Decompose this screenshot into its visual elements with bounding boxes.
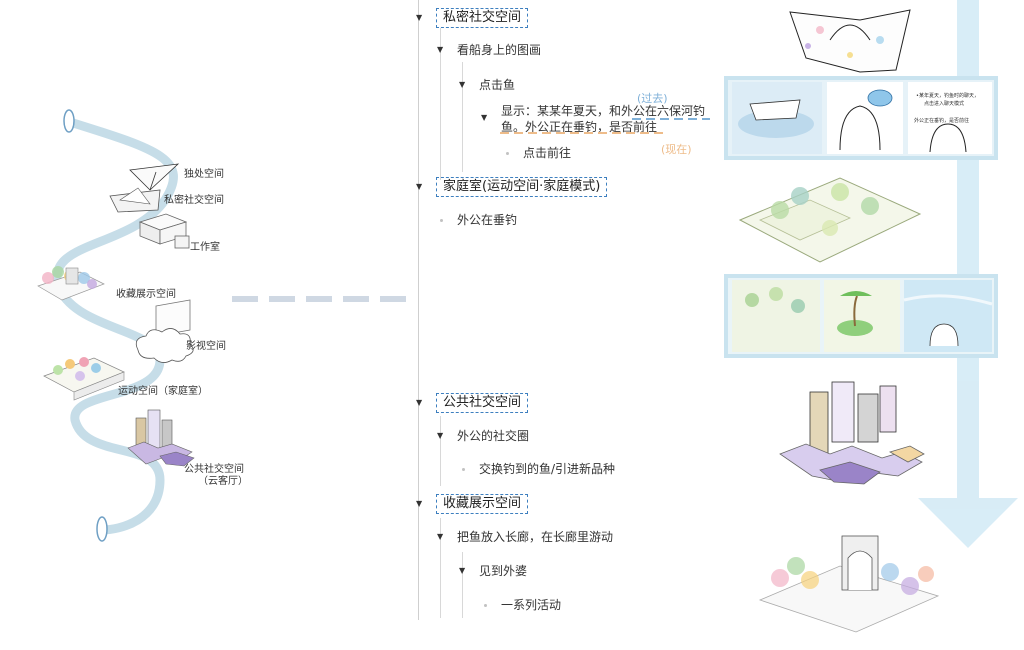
story-panel-strip-2 (724, 274, 998, 358)
story-panel-strip-1 (724, 76, 998, 160)
timeline-label-solitude: 独处空间 (184, 169, 224, 180)
tree-guide-line (418, 0, 419, 620)
tree-node-show-triangle[interactable]: ▼ (481, 110, 501, 126)
public-social-illustration (779, 381, 925, 485)
bullet-dot-icon (440, 218, 443, 222)
now-note: (现在) (661, 143, 692, 156)
timeline-start-ring (63, 109, 75, 133)
tree-node-click-fish[interactable]: ▼ 点击鱼 (459, 77, 515, 93)
collection-garden-icon (37, 266, 105, 301)
timeline-label-cloud-living: （云客厅） (198, 476, 248, 487)
bullet-dot-icon (462, 467, 465, 471)
tree-node-grandpa-fishing[interactable]: 外公在垂钓 (437, 212, 517, 228)
tree-node-exchange-fish[interactable]: 交换钓到的鱼/引进新品种 (459, 461, 615, 477)
collapse-triangle-icon[interactable]: ▼ (416, 182, 423, 191)
collapse-triangle-icon[interactable]: ▼ (459, 80, 466, 89)
node-label: 见到外婆 (479, 564, 528, 578)
collapse-triangle-icon[interactable]: ▼ (481, 113, 488, 122)
tree-guide-line-l2c (440, 518, 441, 618)
tree-node-private-social[interactable]: ▼ 私密社交空间 (416, 8, 529, 28)
show-line-2: 鱼。外公正在垂钓，是否前往 (501, 120, 658, 134)
tree-node-public-social[interactable]: ▼ 公共社交空间 (416, 393, 529, 413)
tree-node-put-fish[interactable]: ▼ 把鱼放入长廊，在长廊里游动 (437, 529, 613, 545)
node-label: 一系列活动 (501, 598, 562, 612)
node-label: 外公在垂钓 (457, 213, 518, 227)
collapse-triangle-icon[interactable]: ▼ (416, 499, 423, 508)
paper-boat-illustration (789, 9, 911, 73)
timeline-label-collection: 收藏展示空间 (116, 289, 176, 300)
tree-node-collection[interactable]: ▼ 收藏展示空间 (416, 494, 529, 514)
tree-node-look-painting[interactable]: ▼ 看船身上的图画 (437, 42, 541, 58)
collection-gallery-illustration (758, 535, 940, 633)
panel-text-3: 外公正在垂钓，是否前往 (914, 117, 969, 124)
collapse-triangle-icon[interactable]: ▼ (459, 566, 466, 575)
node-title: 收藏展示空间 (436, 494, 529, 514)
tree-guide-line-l2 (440, 28, 441, 180)
tree-node-go[interactable]: 点击前往 (503, 145, 571, 161)
collapse-triangle-icon[interactable]: ▼ (437, 45, 444, 54)
tree-guide-line-l3 (462, 62, 463, 172)
timeline-label-cinema: 影视空间 (186, 341, 226, 352)
node-label: 交换钓到的鱼/引进新品种 (479, 462, 616, 476)
panel-text-1: •某年夏天，钓鱼时的聊天， (916, 92, 979, 99)
node-label: 外公的社交圈 (457, 429, 530, 443)
timeline-label-sports: 运动空间（家庭室） (118, 386, 208, 397)
public-social-icon (127, 409, 195, 467)
node-title: 家庭室(运动空间·家庭模式) (436, 177, 608, 197)
collapse-triangle-icon[interactable]: ▼ (416, 13, 423, 22)
sports-room-icon (43, 357, 125, 401)
collapse-triangle-icon[interactable]: ▼ (437, 431, 444, 440)
collapse-triangle-icon[interactable]: ▼ (437, 532, 444, 541)
tree-node-social-circle[interactable]: ▼ 外公的社交圈 (437, 428, 529, 444)
node-label: 点击前往 (523, 146, 572, 160)
bullet-dot-icon (506, 151, 509, 155)
tree-guide-line-l2b (440, 416, 441, 486)
past-note: (过去) (637, 92, 668, 105)
node-label: 把鱼放入长廊，在长廊里游动 (457, 530, 614, 544)
paper-plane-icon (129, 163, 180, 191)
dashed-separator (232, 296, 408, 302)
timeline-end-ring (96, 516, 108, 542)
cinema-cloud-icon (135, 299, 194, 363)
tree-node-activities[interactable]: 一系列活动 (481, 597, 561, 613)
studio-blocks-icon (138, 213, 190, 249)
bullet-dot-icon (484, 603, 487, 607)
node-title: 公共社交空间 (436, 393, 529, 413)
tree-guide-line-l3c (462, 552, 463, 618)
highlight-underlines (500, 118, 710, 134)
timeline-label-private-social: 私密社交空间 (164, 195, 224, 206)
show-line-1: 显示：某某年夏天，和外公在六保河钓 (501, 104, 706, 118)
tree-node-family-room[interactable]: ▼ 家庭室(运动空间·家庭模式) (416, 177, 608, 197)
illustration-column: •某年夏天，钓鱼时的聊天， 点击进入聊天模式 外公正在垂钓，是否前往 (724, 0, 1018, 633)
collapse-triangle-icon[interactable]: ▼ (416, 398, 423, 407)
paper-boat-icon (109, 187, 161, 213)
node-title: 私密社交空间 (436, 8, 529, 28)
tree-node-meet-grandma[interactable]: ▼ 见到外婆 (459, 563, 527, 579)
tree-node-show-text: 显示：某某年夏天，和外公在六保河钓 鱼。外公正在垂钓，是否前往 (501, 103, 705, 135)
node-label: 看船身上的图画 (457, 43, 542, 57)
timeline-graphic (37, 109, 195, 542)
family-garden-illustration (738, 177, 922, 263)
panel-text-2: 点击进入聊天模式 (924, 100, 964, 107)
node-label: 点击鱼 (479, 78, 516, 92)
timeline-label-public-social: 公共社交空间 (184, 464, 244, 475)
timeline-label-studio: 工作室 (190, 242, 220, 253)
